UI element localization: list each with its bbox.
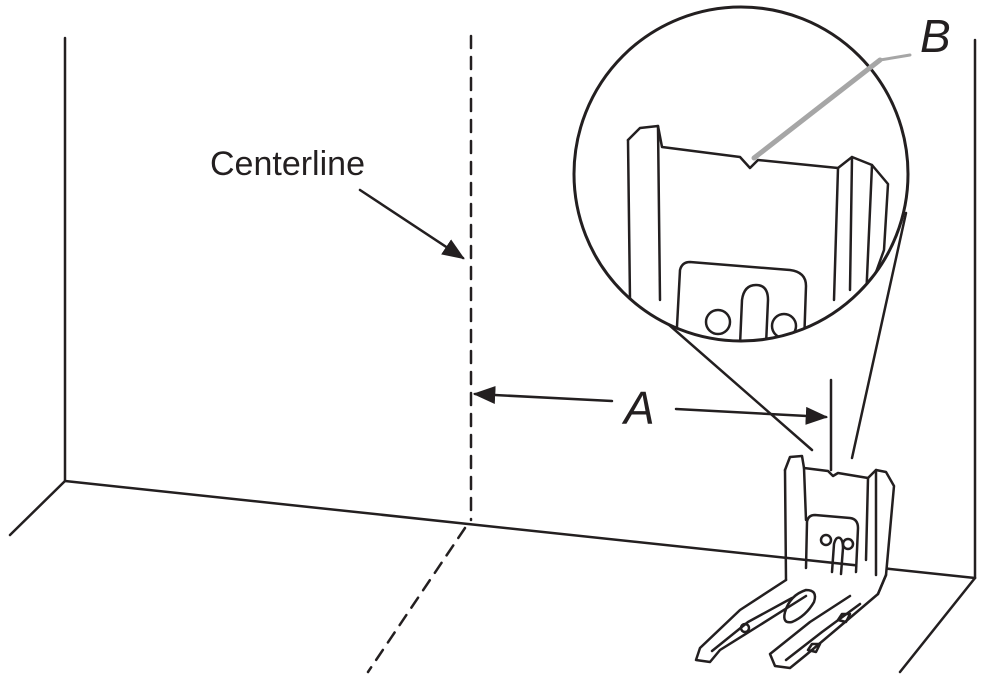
floor-back-edge <box>63 479 977 580</box>
bracket-left-leg-hole <box>739 622 751 634</box>
centerline-leader-arrow <box>358 188 465 260</box>
floor-left-edge <box>8 479 67 537</box>
connector-line-right <box>850 211 908 460</box>
room-outline <box>8 36 977 674</box>
bracket-left-leg <box>694 578 808 664</box>
bracket-right-leg-slot <box>836 612 852 624</box>
dimension-a-label: A <box>621 382 655 434</box>
bracket-back-plate <box>783 454 896 596</box>
centerline-floor <box>366 526 467 674</box>
dimension-a-left-arrow <box>472 386 614 405</box>
bracket-left-side <box>626 124 662 302</box>
anti-tip-bracket <box>694 454 896 670</box>
bracket-plate-hole-left <box>819 533 833 547</box>
bracket-right-leg <box>768 573 888 670</box>
bracket-left-leg-rail <box>710 596 794 653</box>
floor-right-edge <box>898 576 977 674</box>
bracket-right-side <box>832 155 874 302</box>
detail-b-leader <box>751 57 883 161</box>
detail-view: B <box>572 5 951 343</box>
dimension-a: A <box>472 378 833 472</box>
bracket-back-plate-inner-left <box>783 466 808 582</box>
detail-circle <box>572 5 910 343</box>
bracket-back-plate-inner-right <box>864 468 878 577</box>
bracket-right-leg-slot-2 <box>806 642 822 654</box>
dimension-a-right-arrow <box>674 406 829 425</box>
bracket-plate-slot <box>830 536 845 576</box>
bracket-center-slot <box>783 588 817 624</box>
detail-b-label: B <box>920 10 951 62</box>
detail-b-leader-tail <box>878 53 912 62</box>
bracket-hole-left <box>704 308 732 336</box>
bracket-plate-window <box>804 513 860 574</box>
bracket-slot <box>738 283 770 341</box>
centerline-label: Centerline <box>210 145 365 183</box>
centerline <box>366 34 473 674</box>
bracket-window <box>674 260 808 341</box>
connector-line-left <box>650 308 814 452</box>
magnifier-connectors <box>650 211 908 460</box>
